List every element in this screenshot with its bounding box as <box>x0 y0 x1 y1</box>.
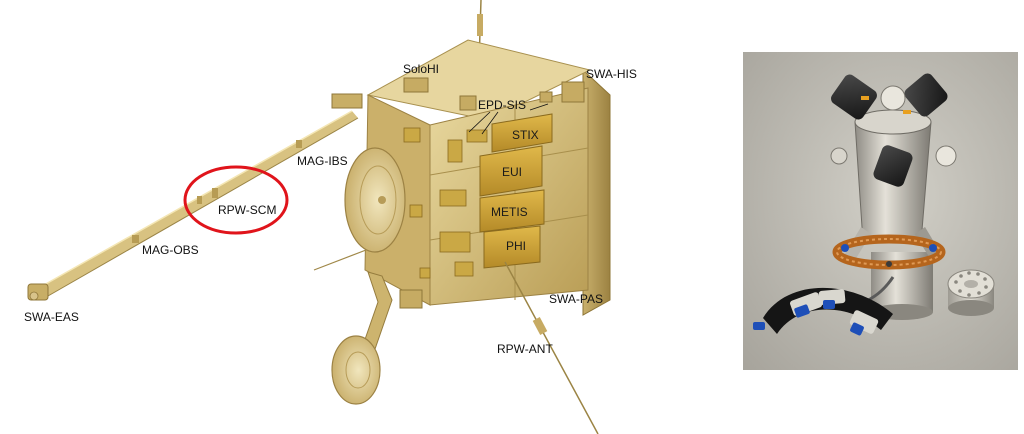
label-rpw-ant: RPW-ANT <box>497 342 553 356</box>
rpw-antenna-long <box>504 261 599 434</box>
label-swa-eas: SWA-EAS <box>24 310 79 324</box>
rpw-scm-highlight-ring <box>183 165 289 235</box>
lower-dish <box>331 335 381 405</box>
stix-box <box>491 113 553 153</box>
label-solohi: SoloHI <box>403 62 440 76</box>
label-stix: STIX <box>512 128 539 142</box>
detached-disk-part <box>947 269 995 316</box>
spacecraft-diagram <box>27 0 611 434</box>
label-swa-pas: SWA-PAS <box>549 292 604 306</box>
blue-connectors <box>753 289 879 336</box>
epd-sis-leaders <box>468 103 549 135</box>
label-phi: PHI <box>506 239 527 253</box>
label-rpw-scm: RPW-SCM <box>218 203 277 217</box>
solohi-unit <box>403 77 429 93</box>
label-epd-sis: EPD-SIS <box>478 98 527 112</box>
antenna-preamp-top <box>477 14 483 36</box>
label-mag-ibs: MAG-IBS <box>297 154 348 168</box>
label-swa-his: SWA-HIS <box>586 67 637 81</box>
phi-box <box>483 225 541 269</box>
rpw-antenna-left <box>313 249 367 271</box>
spacecraft-top <box>366 39 592 121</box>
label-metis: METIS <box>491 205 528 219</box>
instrument-boom <box>27 110 359 301</box>
eui-box <box>479 145 543 197</box>
sensor-tubes <box>830 73 957 187</box>
metis-box <box>479 189 545 233</box>
search-coil-magnetometer-photo <box>743 52 1018 370</box>
swa-his-unit <box>561 81 585 103</box>
label-eui: EUI <box>502 165 523 179</box>
small-components <box>403 127 488 279</box>
label-mag-obs: MAG-OBS <box>142 243 199 257</box>
epd-unit <box>459 95 477 111</box>
